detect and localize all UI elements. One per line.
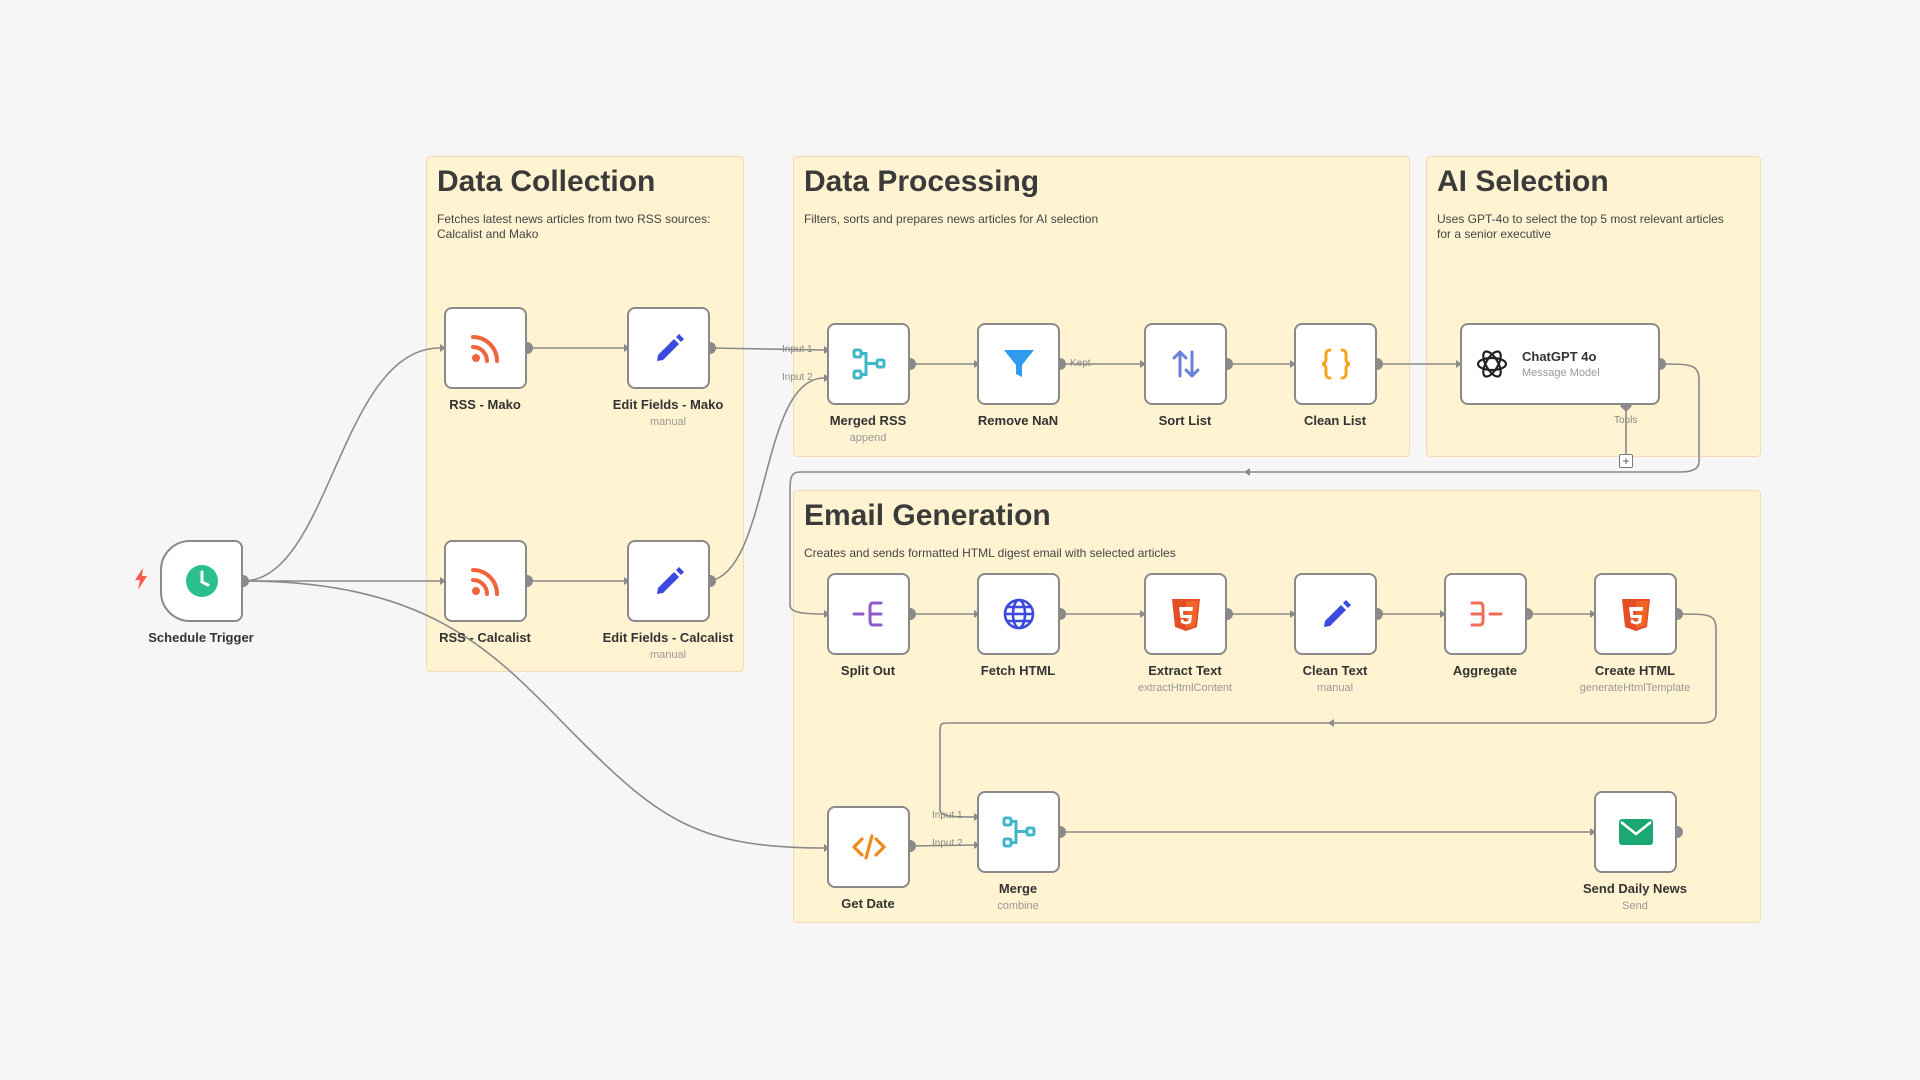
node-label: Sort List	[1158, 413, 1212, 428]
node-subtitle: Message Model	[1522, 367, 1600, 379]
section-description: Creates and sends formatted HTML digest …	[804, 546, 1176, 560]
input-2-label: Input 2	[932, 838, 963, 849]
globe-icon	[1003, 598, 1034, 630]
node-subtitle: manual	[649, 649, 687, 661]
openai-icon	[1476, 350, 1508, 378]
edit-fields-mako-node[interactable]	[627, 307, 710, 389]
edge-create-merge	[939, 613, 1717, 818]
add-tool-button[interactable]: +	[1619, 454, 1633, 468]
remove-nan-node[interactable]	[977, 323, 1060, 405]
node-label: Get Date	[841, 896, 895, 911]
section-description: Uses GPT-4o to select the top 5 most rel…	[1437, 212, 1724, 241]
clean-list-node[interactable]	[1294, 323, 1377, 405]
section-description: Fetches latest news articles from two RS…	[437, 212, 711, 241]
node-label: Remove NaN	[977, 413, 1059, 428]
pencil-icon	[1323, 600, 1351, 627]
node-label: Edit Fields - Calcalist	[602, 630, 734, 645]
envelope-icon	[1618, 819, 1653, 845]
split-out-node[interactable]	[827, 573, 910, 655]
braces-icon	[1321, 348, 1350, 380]
node-label: RSS - Calcalist	[439, 630, 531, 645]
split-icon	[852, 601, 882, 627]
aggregate-icon	[1470, 601, 1502, 627]
kept-label: Kept	[1070, 358, 1091, 369]
input-1-label: Input 1	[932, 810, 963, 821]
section-title: Data Collection	[437, 165, 656, 198]
aggregate-node[interactable]	[1444, 573, 1527, 655]
node-subtitle: append	[849, 432, 887, 444]
edge-schedule-rss-mako	[242, 347, 441, 582]
node-label: Schedule Trigger	[148, 630, 254, 645]
extract-text-node[interactable]	[1144, 573, 1227, 655]
node-subtitle: extractHtmlContent	[1137, 682, 1233, 694]
merged-rss-node[interactable]	[827, 323, 910, 405]
node-label: Send Daily News	[1582, 881, 1688, 896]
section-description: Filters, sorts and prepares news article…	[804, 212, 1099, 226]
node-label: Merged RSS	[829, 413, 907, 428]
section-title: Email Generation	[804, 499, 1051, 532]
chatgpt-4o-node[interactable]: ChatGPT 4o Message Model	[1460, 323, 1660, 405]
section-data-processing: Data Processing Filters, sorts and prepa…	[793, 156, 1410, 457]
section-title: AI Selection	[1437, 165, 1609, 198]
create-html-node[interactable]	[1594, 573, 1677, 655]
html5-icon	[1621, 599, 1650, 631]
clock-icon	[185, 565, 218, 597]
sort-list-node[interactable]	[1144, 323, 1227, 405]
send-daily-news-node[interactable]	[1594, 791, 1677, 873]
node-subtitle: generateHtmlTemplate	[1579, 682, 1691, 694]
pencil-icon	[656, 334, 684, 361]
node-label: Edit Fields - Mako	[612, 397, 724, 412]
merge-icon	[1002, 816, 1035, 848]
code-icon	[851, 834, 886, 860]
clean-text-node[interactable]	[1294, 573, 1377, 655]
trigger-bolt-icon	[134, 568, 148, 595]
node-label: Create HTML	[1594, 663, 1676, 678]
node-label: Clean List	[1303, 413, 1367, 428]
edge-chatgpt-split	[789, 363, 1700, 615]
edge-get-date-merge	[909, 844, 975, 847]
edge-schedule-get-date	[242, 580, 825, 849]
node-label: Merge	[998, 881, 1038, 896]
input-2-label: Input 2	[782, 372, 813, 383]
edge-edit-calcalist-merged	[709, 377, 825, 582]
edit-fields-calcalist-node[interactable]	[627, 540, 710, 622]
node-label: Fetch HTML	[980, 663, 1056, 678]
rss-icon	[470, 335, 499, 363]
section-ai-selection: AI Selection Uses GPT-4o to select the t…	[1426, 156, 1761, 457]
get-date-node[interactable]	[827, 806, 910, 888]
node-subtitle: Send	[1622, 900, 1648, 912]
node-label: ChatGPT 4o	[1522, 349, 1597, 364]
merge-icon	[852, 348, 885, 380]
node-label: Extract Text	[1148, 663, 1222, 678]
schedule-trigger-node[interactable]	[160, 540, 243, 622]
node-label: RSS - Mako	[449, 397, 521, 412]
node-label: Aggregate	[1452, 663, 1518, 678]
section-title: Data Processing	[804, 165, 1040, 198]
input-1-label: Input 1	[782, 344, 813, 355]
rss-mako-node[interactable]	[444, 307, 527, 389]
fetch-html-node[interactable]	[977, 573, 1060, 655]
node-subtitle: manual	[1316, 682, 1354, 694]
edge-edit-mako-merged	[709, 347, 825, 351]
sort-icon	[1172, 350, 1199, 378]
node-label: Split Out	[840, 663, 896, 678]
filter-icon	[1003, 350, 1034, 377]
node-subtitle: combine	[997, 900, 1039, 912]
rss-calcalist-node[interactable]	[444, 540, 527, 622]
node-subtitle: manual	[649, 416, 687, 428]
html5-icon	[1171, 599, 1200, 631]
merge-node[interactable]	[977, 791, 1060, 873]
chatgpt-text: ChatGPT 4o Message Model	[1522, 349, 1600, 379]
rss-icon	[470, 568, 499, 596]
node-label: Clean Text	[1302, 663, 1368, 678]
pencil-icon	[656, 567, 684, 594]
tools-label: Tools	[1614, 415, 1638, 426]
